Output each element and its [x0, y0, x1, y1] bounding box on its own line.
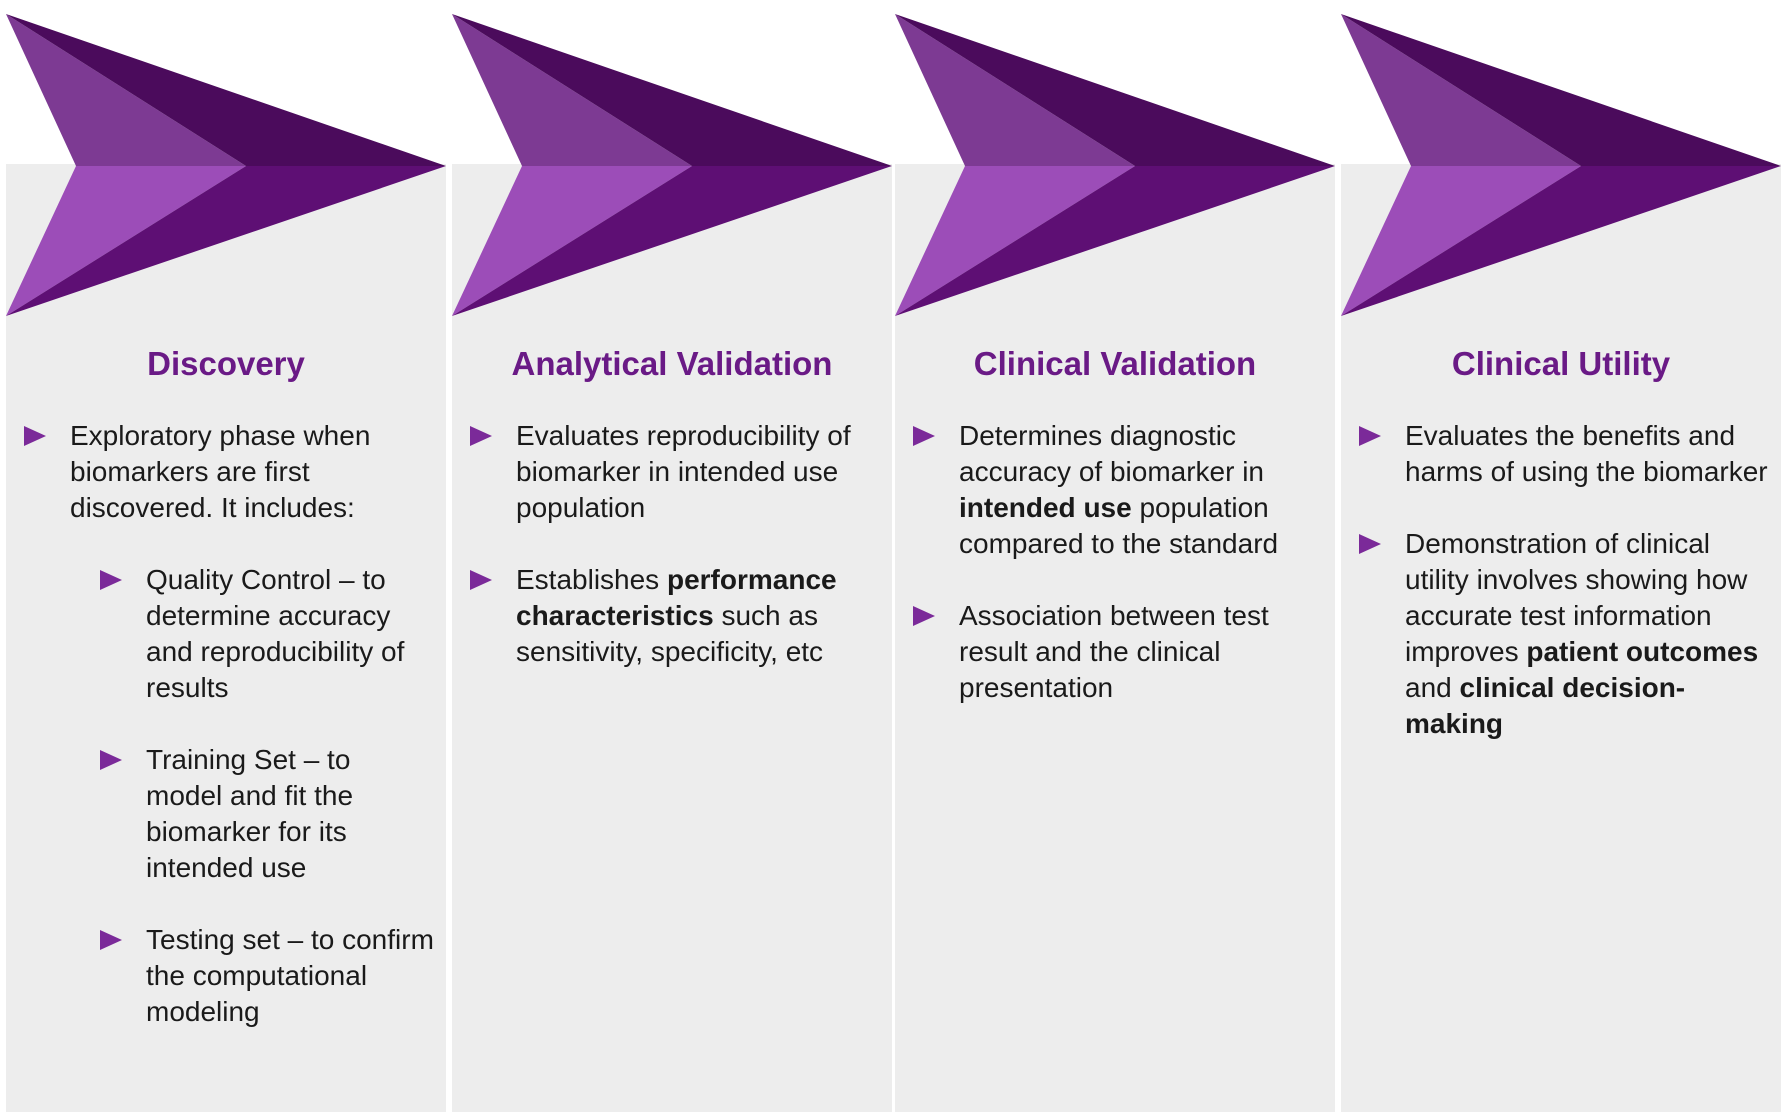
chevron-lower-right	[1341, 166, 1781, 316]
bullet-text: Training Set – to model and fit the biom…	[146, 744, 354, 883]
stage-panel	[895, 164, 1335, 1112]
triangle-bullet-icon	[1359, 426, 1381, 446]
chevron-lower-right	[895, 166, 1335, 316]
sub-bullet-item: Quality Control – to determine accuracy …	[6, 562, 446, 706]
triangle-bullet-icon	[913, 426, 935, 446]
triangle-bullet-icon	[1359, 534, 1381, 554]
chevron-arrow-icon	[6, 14, 446, 316]
stage-panel	[1341, 164, 1781, 1112]
bullet-emphasis: performance characteristics	[516, 564, 837, 631]
stage-clinical-validation: Clinical Validation Determines diagnosti…	[895, 0, 1335, 1117]
bullet-item: Evaluates the benefits and harms of usin…	[1341, 418, 1781, 490]
bullet-text: Demonstration of clinical utility involv…	[1405, 528, 1748, 667]
bullet-text: and	[1405, 672, 1460, 703]
chevron-upper-right	[452, 14, 892, 166]
stage-analytical-validation: Analytical Validation Evaluates reproduc…	[452, 0, 892, 1117]
chevron-lower-right	[6, 166, 446, 316]
bullet-list: Exploratory phase when biomarkers are fi…	[6, 418, 446, 1066]
bullet-text: Determines diagnostic accuracy of biomar…	[959, 420, 1265, 487]
chevron-lower-right	[452, 166, 892, 316]
chevron-upper-right	[1341, 14, 1781, 166]
stage-panel	[6, 164, 446, 1112]
stage-panel	[452, 164, 892, 1112]
bullet-text: Evaluates the benefits and harms of usin…	[1405, 420, 1768, 487]
triangle-bullet-icon	[100, 750, 122, 770]
bullet-text: Association between test result and the …	[959, 600, 1269, 703]
triangle-bullet-icon	[913, 606, 935, 626]
stage-title: Clinical Utility	[1451, 345, 1671, 382]
bullet-text: Exploratory phase when biomarkers are fi…	[70, 420, 371, 523]
stage-title: Clinical Validation	[973, 345, 1257, 382]
bullet-text: Evaluates reproducibility of biomarker i…	[516, 420, 851, 523]
stage-discovery: Discovery Exploratory phase when biomark…	[6, 0, 446, 1117]
bullet-item: Demonstration of clinical utility involv…	[1341, 526, 1781, 742]
triangle-bullet-icon	[470, 426, 492, 446]
triangle-bullet-icon	[100, 930, 122, 950]
chevron-arrow-icon	[1341, 14, 1781, 316]
bullet-list: Evaluates the benefits and harms of usin…	[1341, 418, 1781, 778]
chevron-upper-right	[895, 14, 1335, 166]
bullet-item: Establishes performance characteristics …	[452, 562, 892, 670]
chevron-arrow-icon	[452, 14, 892, 316]
chevron-upper-right	[6, 14, 446, 166]
bullet-text: population compared to the standard	[959, 492, 1279, 559]
stage-clinical-utility: Clinical Utility Evaluates the benefits …	[1341, 0, 1781, 1117]
stage-title: Analytical Validation	[511, 345, 833, 382]
bullet-emphasis: intended use	[959, 492, 1132, 523]
bullet-text: Quality Control – to determine accuracy …	[146, 564, 405, 703]
bullet-list: Determines diagnostic accuracy of biomar…	[895, 418, 1335, 742]
bullet-emphasis: clinical decision-making	[1405, 672, 1686, 739]
triangle-bullet-icon	[100, 570, 122, 590]
bullet-emphasis: patient outcomes	[1526, 636, 1759, 667]
bullet-item: Evaluates reproducibility of biomarker i…	[452, 418, 892, 526]
triangle-bullet-icon	[470, 570, 492, 590]
bullet-item: Association between test result and the …	[895, 598, 1335, 706]
bullet-text: such as sensitivity, specificity, etc	[516, 600, 824, 667]
bullet-list: Evaluates reproducibility of biomarker i…	[452, 418, 892, 706]
bullet-item: Determines diagnostic accuracy of biomar…	[895, 418, 1335, 562]
sub-bullet-item: Testing set – to confirm the computation…	[6, 922, 446, 1030]
stage-title: Discovery	[147, 345, 305, 382]
triangle-bullet-icon	[24, 426, 46, 446]
sub-bullet-item: Training Set – to model and fit the biom…	[6, 742, 446, 886]
bullet-text: Testing set – to confirm the computation…	[146, 924, 434, 1027]
chevron-arrow-icon	[895, 14, 1335, 316]
bullet-item: Exploratory phase when biomarkers are fi…	[6, 418, 446, 526]
bullet-text: Establishes	[516, 564, 667, 595]
